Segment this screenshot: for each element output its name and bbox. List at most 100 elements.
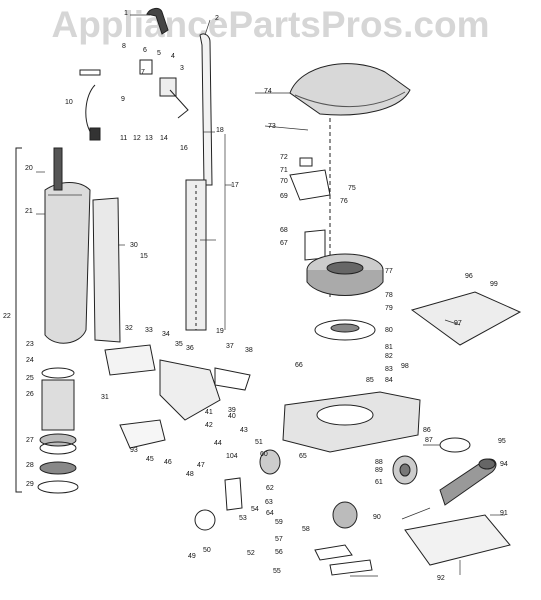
callout-22: 22 — [3, 313, 11, 320]
callout-79: 79 — [385, 305, 393, 312]
callout-20: 20 — [25, 165, 33, 172]
callout-104: 104 — [226, 453, 238, 460]
callout-54: 54 — [251, 506, 259, 513]
callout-78: 78 — [385, 292, 393, 299]
callout-40: 40 — [228, 413, 236, 420]
callout-52: 52 — [247, 550, 255, 557]
callout-35: 35 — [175, 341, 183, 348]
callout-90: 90 — [373, 514, 381, 521]
fan — [314, 319, 376, 341]
callout-97: 97 — [454, 320, 462, 327]
callout-33: 33 — [145, 327, 153, 334]
motor — [306, 253, 384, 296]
handle-grip — [146, 7, 169, 35]
callout-26: 26 — [26, 391, 34, 398]
bracket-assembly — [104, 344, 251, 449]
callout-45: 45 — [146, 456, 154, 463]
callout-50: 50 — [203, 547, 211, 554]
hose-parts — [37, 367, 79, 494]
callout-32: 32 — [125, 325, 133, 332]
callout-1: 1 — [124, 10, 128, 17]
callout-94: 94 — [500, 461, 508, 468]
dust-tray — [410, 291, 522, 346]
callout-17: 17 — [231, 182, 239, 189]
callout-64: 64 — [266, 510, 274, 517]
callout-13: 13 — [145, 135, 153, 142]
callout-6: 6 — [143, 47, 147, 54]
callout-11: 11 — [120, 135, 127, 142]
callout-18: 18 — [216, 127, 224, 134]
foot-pedal — [194, 477, 243, 531]
callout-51: 51 — [255, 439, 263, 446]
callout-84: 84 — [385, 377, 393, 384]
brush-roll — [439, 458, 497, 506]
callout-80: 80 — [385, 327, 393, 334]
callout-49: 49 — [188, 553, 196, 560]
callout-14: 14 — [160, 135, 168, 142]
watermark-text: AppliancePartsPros.com — [51, 4, 490, 45]
callout-69: 69 — [280, 193, 288, 200]
base-housing — [282, 391, 421, 453]
callout-89: 89 — [375, 467, 383, 474]
callout-59: 59 — [275, 519, 283, 526]
callout-76: 76 — [340, 198, 348, 205]
callout-31: 31 — [101, 394, 109, 401]
callout-53: 53 — [239, 515, 247, 522]
callout-21: 21 — [25, 208, 33, 215]
callout-87: 87 — [425, 437, 433, 444]
callout-34: 34 — [162, 331, 170, 338]
callout-74: 74 — [264, 88, 272, 95]
callout-39: 39 — [228, 407, 236, 414]
callout-47: 47 — [197, 462, 205, 469]
callout-48: 48 — [186, 471, 194, 478]
callout-73: 73 — [268, 123, 276, 130]
callout-5: 5 — [157, 50, 161, 57]
callout-71: 71 — [280, 167, 288, 174]
callout-37: 37 — [226, 343, 234, 350]
callout-28: 28 — [26, 462, 34, 469]
bag-panel — [92, 197, 121, 343]
callout-24: 24 — [26, 357, 34, 364]
bottom-plate — [404, 514, 511, 566]
callout-43: 43 — [240, 427, 248, 434]
leader-lines — [36, 14, 505, 577]
callout-60: 60 — [260, 451, 268, 458]
callout-29: 29 — [26, 481, 34, 488]
hood-cover — [289, 63, 411, 116]
callout-98: 98 — [401, 363, 409, 370]
handle-tube — [185, 33, 213, 331]
bag-bracket-22 — [15, 147, 22, 493]
callout-15: 15 — [140, 253, 148, 260]
callout-9: 9 — [121, 96, 125, 103]
callout-91: 91 — [500, 510, 508, 517]
callout-58: 58 — [302, 526, 310, 533]
callout-2: 2 — [215, 15, 219, 22]
callout-65: 65 — [299, 453, 307, 460]
callout-42: 42 — [205, 422, 213, 429]
callout-67: 67 — [280, 240, 288, 247]
callout-56: 56 — [275, 549, 283, 556]
callout-63: 63 — [265, 499, 273, 506]
callout-38: 38 — [245, 347, 253, 354]
callout-41: 41 — [205, 409, 213, 416]
callout-70: 70 — [280, 178, 288, 185]
callout-82: 82 — [385, 353, 393, 360]
callout-4: 4 — [171, 53, 175, 60]
callout-7: 7 — [141, 69, 145, 76]
callout-83: 83 — [385, 366, 393, 373]
callout-72: 72 — [280, 154, 288, 161]
callout-25: 25 — [26, 375, 34, 382]
callout-92: 92 — [437, 575, 445, 582]
callout-62: 62 — [266, 485, 274, 492]
callout-81: 81 — [385, 344, 393, 351]
callout-77: 77 — [385, 268, 393, 275]
callout-44: 44 — [214, 440, 222, 447]
callout-86: 86 — [423, 427, 431, 434]
callout-99: 99 — [490, 281, 498, 288]
callout-55: 55 — [273, 568, 281, 575]
callout-68: 68 — [280, 227, 288, 234]
callout-95: 95 — [498, 438, 506, 445]
wheel-60 — [392, 455, 418, 485]
